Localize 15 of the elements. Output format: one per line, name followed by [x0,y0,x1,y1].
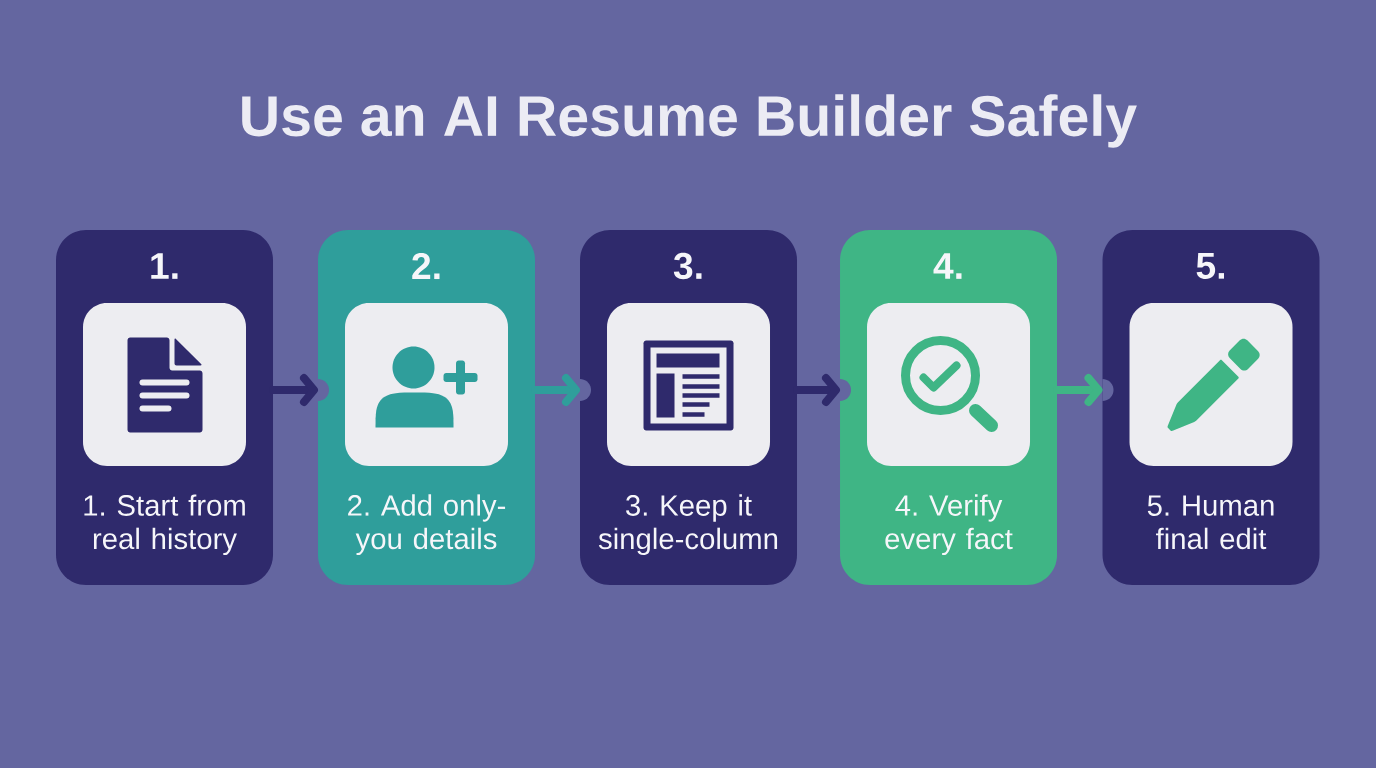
arrow [1053,374,1103,406]
step-label: 1. Start from real history [84,494,245,556]
arrow [269,374,318,406]
step-number: 1. [151,253,178,279]
step-number: 4. [933,253,962,279]
step-label: 3. Keep it single-column [598,494,778,556]
step-label: 5. Human final edit [1147,495,1274,550]
step-label: 2. Add only-you details [348,494,506,556]
arrow [531,374,580,406]
step-number: 5. [1196,253,1224,279]
arrow [793,374,840,406]
title: Use an AI Resume Builder Safely [242,94,1137,148]
step-number: 2. [412,253,440,280]
step-number: 3. [673,252,702,280]
step-label: 4. Verify every fact [885,494,1013,556]
